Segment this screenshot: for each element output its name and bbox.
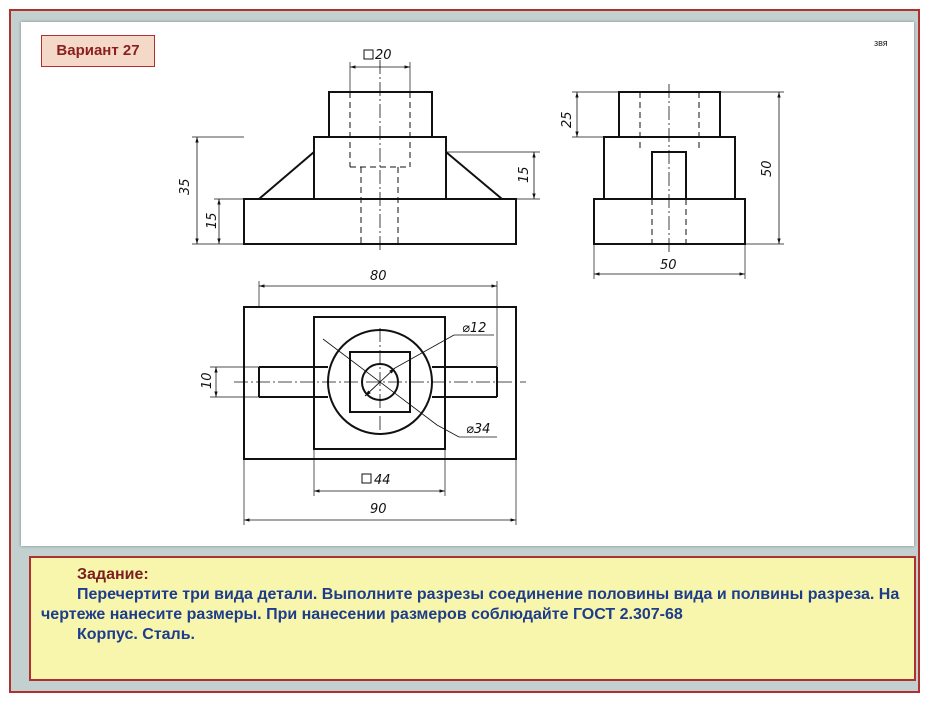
dim-base-15-right: 15	[517, 166, 532, 183]
front-view	[192, 49, 540, 252]
dim-height-35: 35	[178, 178, 193, 195]
side-view	[572, 84, 784, 279]
task-part: Корпус. Сталь.	[77, 626, 195, 643]
dim-hole-dia-12: ⌀12	[462, 321, 486, 336]
dim-plan-90: 90	[370, 502, 387, 517]
dim-side-width-50: 50	[660, 258, 677, 273]
dim-boss-dia-34: ⌀34	[466, 422, 490, 437]
dim-square-20: 20	[375, 48, 392, 63]
variant-badge: Вариант 27	[41, 35, 155, 67]
task-text: Перечертите три вида детали. Выполните р…	[41, 586, 900, 623]
plan-view	[210, 281, 526, 525]
task-panel: Задание: Перечертите три вида детали. Вы…	[29, 556, 916, 681]
dim-square-44: 44	[374, 473, 391, 488]
dim-rib-10: 10	[200, 372, 215, 389]
task-title: Задание:	[77, 566, 149, 583]
author-tag: звя	[874, 38, 888, 48]
dim-base-15-left: 15	[205, 212, 220, 229]
dim-side-height-50: 50	[760, 160, 775, 177]
dim-side-25: 25	[560, 111, 575, 128]
dim-plan-80: 80	[370, 269, 387, 284]
